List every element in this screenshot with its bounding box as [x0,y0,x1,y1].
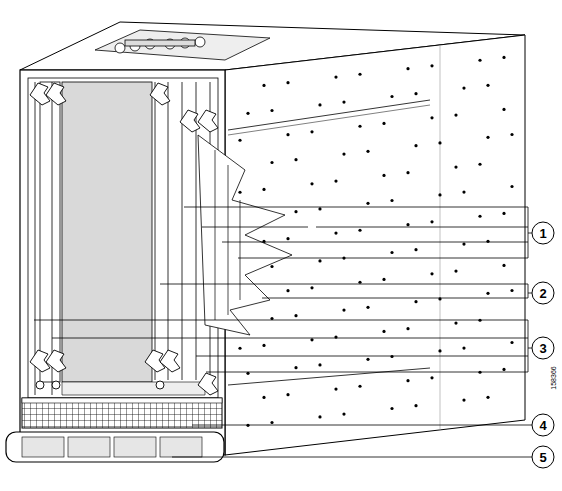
callout-number: 4 [539,419,546,432]
callout-number: 1 [539,227,546,240]
callout-number: 5 [539,451,546,464]
callout-number: 2 [539,287,546,300]
figure-number: 158366 [550,366,557,389]
callout-number: 3 [539,342,546,355]
